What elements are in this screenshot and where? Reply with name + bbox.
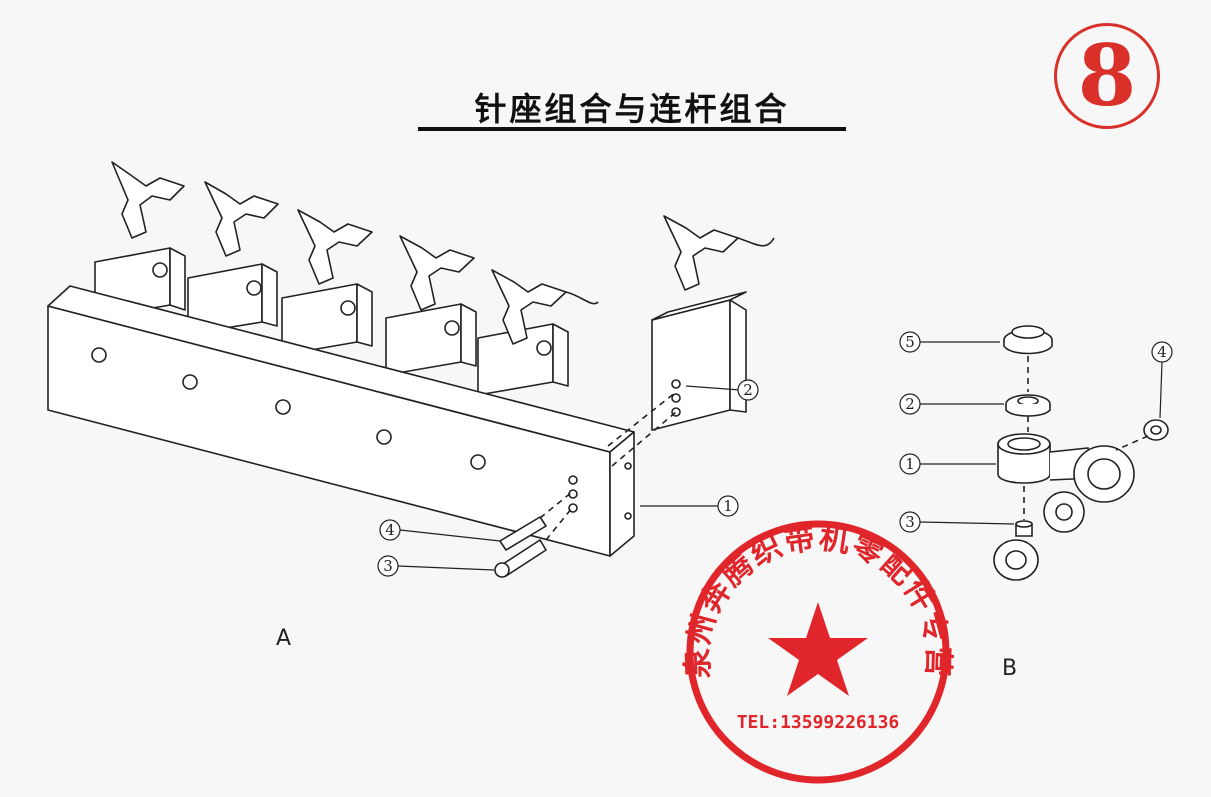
company-seal-stamp: 泉州奔腾织带机零配件专营 TEL:13599226136: [681, 520, 953, 784]
callout-label: 2: [743, 381, 753, 399]
bearing-cap: [1003, 325, 1053, 355]
stamp-phone: TEL:13599226136: [737, 712, 900, 733]
callouts-view-b: [899, 331, 1173, 533]
needle-seat-unit: [477, 269, 599, 396]
needle-seat-unit: [187, 181, 279, 335]
locating-pins: [494, 516, 547, 578]
small-nut: [1143, 419, 1169, 441]
callout-label: 2: [905, 395, 915, 413]
callout-labels-a: 2 1 4 3: [383, 381, 753, 575]
callouts-view-a: [377, 379, 759, 577]
needle-seat-unit: [281, 209, 373, 356]
callout-label: 4: [385, 521, 395, 539]
callout-label: 3: [383, 557, 393, 575]
needle-seat-unit: [385, 235, 477, 376]
ball-bearing: [1005, 394, 1051, 417]
callout-label: 5: [905, 333, 915, 351]
needle-seat-unit: [94, 161, 186, 319]
view-b-label: B: [1002, 656, 1018, 681]
stud-and-roller: [993, 520, 1039, 581]
callout-label: 1: [905, 455, 915, 473]
connecting-rod: [997, 433, 1135, 533]
callout-labels-b: 5 2 1 3 4: [905, 333, 1167, 531]
detached-needle-seat-unit: [651, 215, 775, 431]
connecting-rod-assembly: [993, 325, 1169, 581]
page-title: 针座组合与连杆组合: [474, 90, 790, 128]
view-a-label: A: [276, 626, 292, 651]
needle-seat-assembly: [47, 161, 775, 578]
callout-label: 3: [905, 513, 915, 531]
stamp-star-icon: [768, 602, 868, 696]
callout-label: 4: [1157, 343, 1167, 361]
callout-label: 1: [723, 497, 733, 515]
title-underline: [418, 127, 846, 131]
page-number-badge: 8: [1054, 23, 1160, 129]
